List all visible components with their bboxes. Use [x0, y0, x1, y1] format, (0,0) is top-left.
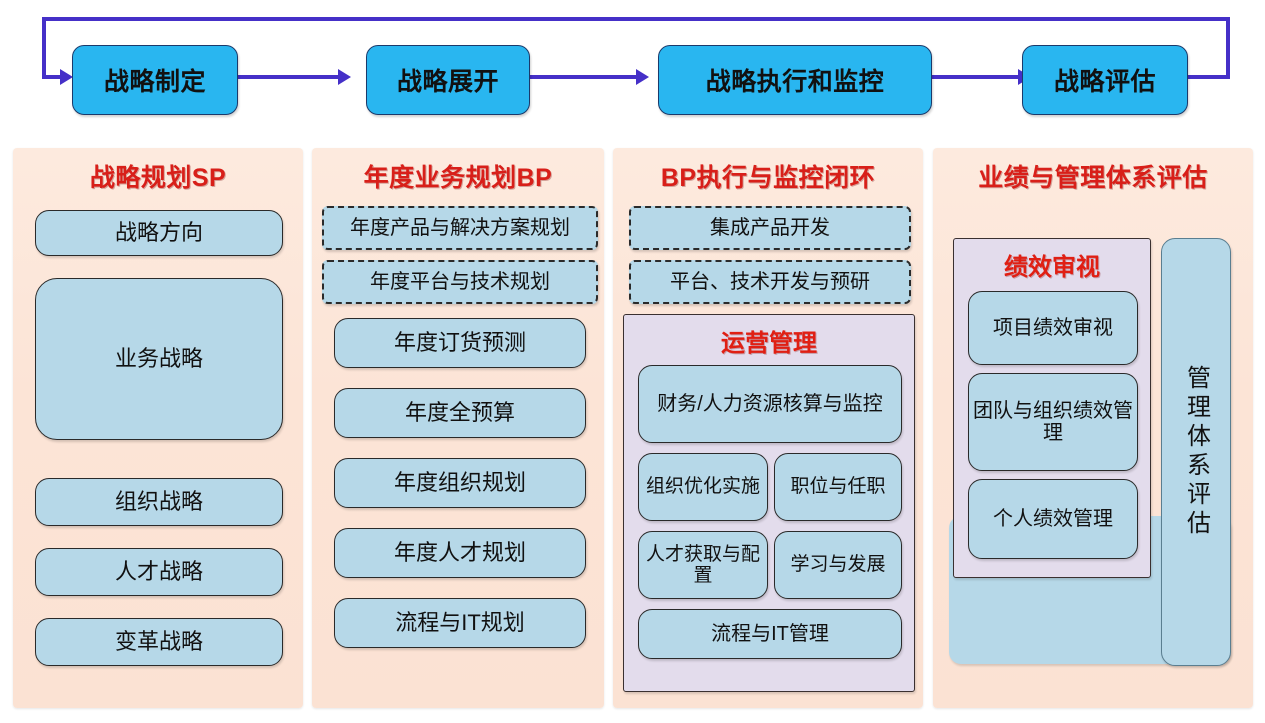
card-annual-organization-plan[interactable]: 年度组织规划 [334, 458, 586, 508]
card-management-system-evaluation[interactable]: 管理体系评估 [1161, 238, 1231, 666]
card-talent-strategy[interactable]: 人才战略 [35, 548, 283, 596]
flow-step-strategy-formulation[interactable]: 战略制定 [72, 45, 238, 115]
feedback-loop-entry-line [42, 75, 64, 79]
card-annual-order-forecast[interactable]: 年度订货预测 [334, 318, 586, 368]
strategy-flow-diagram: 战略制定 战略展开 战略执行和监控 战略评估 [0, 0, 1265, 140]
panel-title-bp-execution-monitoring: BP执行与监控闭环 [660, 164, 876, 192]
feedback-loop-left-line [42, 17, 46, 79]
flow-connector-3 [930, 75, 1020, 79]
card-platform-technology-development[interactable]: 平台、技术开发与预研 [629, 260, 911, 304]
feedback-loop-arrow-icon [60, 69, 73, 85]
four-column-framework: 战略规划SP 战略方向 业务战略 组织战略 人才战略 变革战略 年度业务规划BP… [0, 148, 1265, 711]
card-process-it-plan[interactable]: 流程与IT规划 [334, 598, 586, 648]
flow-connector-2 [528, 75, 638, 79]
card-team-organization-performance-management[interactable]: 团队与组织绩效管理 [968, 373, 1138, 471]
card-business-strategy[interactable]: 业务战略 [35, 278, 283, 440]
card-position-and-qualification[interactable]: 职位与任职 [774, 453, 902, 521]
card-finance-hr-accounting-monitoring[interactable]: 财务/人力资源核算与监控 [638, 365, 902, 443]
group-operations-management: 运营管理 财务/人力资源核算与监控 组织优化实施 职位与任职 人才获取与配置 学… [623, 314, 915, 692]
panel-bp-execution-monitoring: BP执行与监控闭环 集成产品开发 平台、技术开发与预研 运营管理 财务/人力资源… [613, 148, 923, 708]
group-title-performance-review: 绩效审视 [1004, 254, 1100, 281]
flow-arrow-icon-2 [636, 69, 649, 85]
card-integrated-product-development[interactable]: 集成产品开发 [629, 206, 911, 250]
card-organization-optimization[interactable]: 组织优化实施 [638, 453, 768, 521]
panel-title-performance-management-evaluation: 业绩与管理体系评估 [978, 164, 1208, 192]
panel-title-strategic-planning: 战略规划SP [89, 164, 227, 192]
card-annual-platform-technology-plan[interactable]: 年度平台与技术规划 [322, 260, 598, 304]
card-annual-product-solution-plan[interactable]: 年度产品与解决方案规划 [322, 206, 598, 250]
feedback-loop-return-line [1186, 75, 1230, 79]
group-performance-review: 绩效审视 项目绩效审视 团队与组织绩效管理 个人绩效管理 [953, 238, 1151, 578]
panel-annual-business-plan: 年度业务规划BP 年度产品与解决方案规划 年度平台与技术规划 年度订货预测 年度… [312, 148, 604, 708]
card-learning-and-development[interactable]: 学习与发展 [774, 531, 902, 599]
card-organization-strategy[interactable]: 组织战略 [35, 478, 283, 526]
card-project-performance-review[interactable]: 项目绩效审视 [968, 291, 1138, 365]
flow-step-strategy-evaluation[interactable]: 战略评估 [1022, 45, 1188, 115]
flow-step-strategy-execution-monitoring[interactable]: 战略执行和监控 [658, 45, 932, 115]
card-strategic-direction[interactable]: 战略方向 [35, 210, 283, 256]
card-individual-performance-management[interactable]: 个人绩效管理 [968, 479, 1138, 559]
flow-connector-1 [236, 75, 340, 79]
flow-arrow-icon-1 [338, 69, 351, 85]
card-process-it-management[interactable]: 流程与IT管理 [638, 609, 902, 659]
card-talent-acquisition-allocation[interactable]: 人才获取与配置 [638, 531, 768, 599]
group-title-operations-management: 运营管理 [721, 330, 817, 357]
panel-title-annual-business-plan: 年度业务规划BP [363, 164, 553, 192]
flow-step-strategy-deployment[interactable]: 战略展开 [366, 45, 530, 115]
feedback-loop-right-line [1226, 17, 1230, 79]
panel-performance-management-evaluation: 业绩与管理体系评估 绩效审视 项目绩效审视 团队与组织绩效管理 个人绩效管理 管… [933, 148, 1253, 708]
card-transformation-strategy[interactable]: 变革战略 [35, 618, 283, 666]
card-annual-talent-plan[interactable]: 年度人才规划 [334, 528, 586, 578]
feedback-loop-top-line [42, 17, 1230, 21]
card-annual-full-budget[interactable]: 年度全预算 [334, 388, 586, 438]
panel-strategic-planning: 战略规划SP 战略方向 业务战略 组织战略 人才战略 变革战略 [13, 148, 303, 708]
